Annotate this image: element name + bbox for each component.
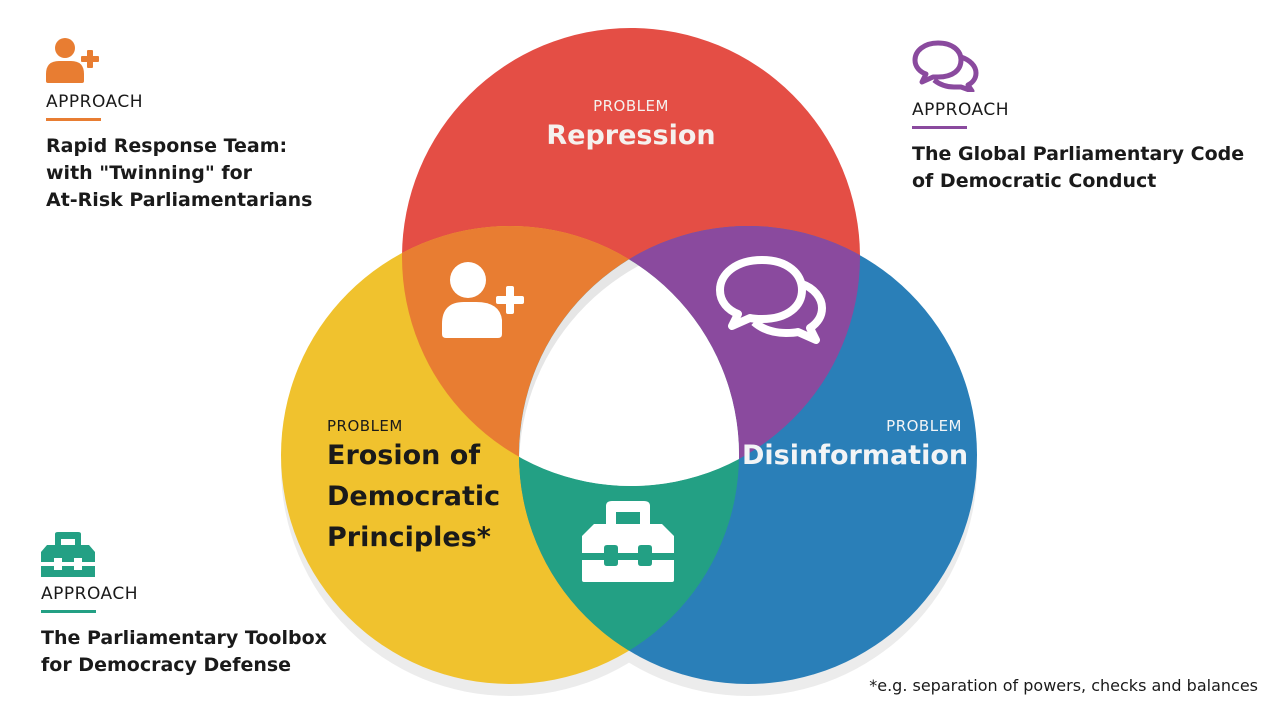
problem-title: Repression [546, 120, 716, 151]
toolbox-icon [582, 501, 674, 582]
approach-label: APPROACH [912, 100, 1010, 120]
footnote: *e.g. separation of powers, checks and b… [869, 676, 1258, 695]
approach-rapid-response: APPROACH Rapid Response Team: with "Twin… [46, 36, 312, 214]
approach-label: APPROACH [46, 92, 144, 112]
problem-repression: PROBLEM Repression [531, 97, 731, 156]
approach-title-line: The Parliamentary Toolbox [41, 627, 327, 649]
approach-toolbox: APPROACH The Parliamentary Toolbox for D… [41, 532, 327, 679]
approach-title-line: for Democracy Defense [41, 654, 292, 676]
problem-label: PROBLEM [327, 417, 403, 435]
approach-title-line: of Democratic Conduct [912, 170, 1157, 192]
problem-label: PROBLEM [593, 97, 669, 115]
problem-disinformation: PROBLEM Disinformation [742, 417, 969, 476]
center-region [519, 238, 739, 486]
problem-title: Disinformation [742, 440, 969, 471]
approach-code-of-conduct: APPROACH The Global Parliamentary Code o… [912, 40, 1244, 195]
approach-title-line: with "Twinning" for [46, 162, 253, 184]
approach-title-line: Rapid Response Team: [46, 135, 288, 157]
toolbox-icon [41, 532, 95, 577]
chat-bubbles-icon [716, 256, 826, 344]
approach-title-line: At-Risk Parliamentarians [46, 189, 313, 211]
problem-title-line: Democratic [327, 481, 501, 512]
approach-label: APPROACH [41, 584, 139, 604]
approach-rule [46, 118, 101, 121]
approach-rule [912, 126, 967, 129]
problem-erosion: PROBLEM Erosion of Democratic Principles… [327, 417, 500, 558]
user-plus-icon [46, 38, 99, 83]
problem-title-line: Erosion of [327, 440, 481, 471]
problem-label: PROBLEM [886, 417, 962, 435]
user-plus-icon [442, 262, 524, 338]
problem-title-line: Principles* [327, 522, 491, 553]
approach-title-line: The Global Parliamentary Code [912, 143, 1245, 165]
approach-rule [41, 610, 96, 613]
chat-bubbles-icon [912, 40, 979, 94]
